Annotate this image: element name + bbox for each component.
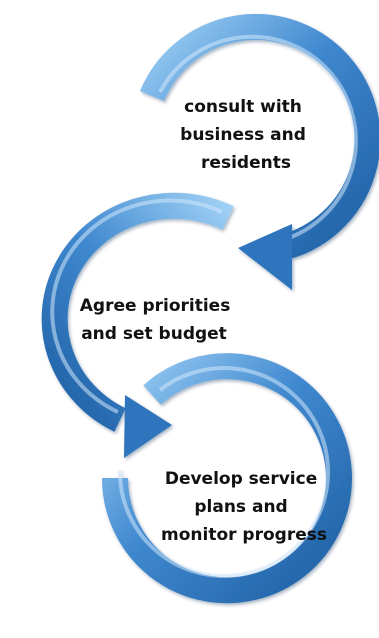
- top-arc-body: [140, 13, 379, 260]
- top-arc-highlight: [158, 34, 358, 242]
- bottom-cycle-arrow: [102, 353, 352, 604]
- step-label-agree: Agree priorities and set budget: [80, 296, 236, 344]
- top-cycle-arrow: [140, 13, 379, 290]
- middle-arc-highlight: [50, 198, 223, 414]
- middle-arc-body: [41, 192, 234, 432]
- step-label-develop: Develop service plans and monitor progre…: [161, 469, 327, 545]
- step-label-consult: consult with business and residents: [180, 97, 312, 173]
- middle-arrowhead: [124, 395, 172, 458]
- middle-cycle-arrow: [41, 192, 234, 458]
- bottom-arc-body: [102, 353, 352, 604]
- top-arrowhead: [238, 224, 292, 290]
- bottom-arc-highlight: [117, 366, 330, 578]
